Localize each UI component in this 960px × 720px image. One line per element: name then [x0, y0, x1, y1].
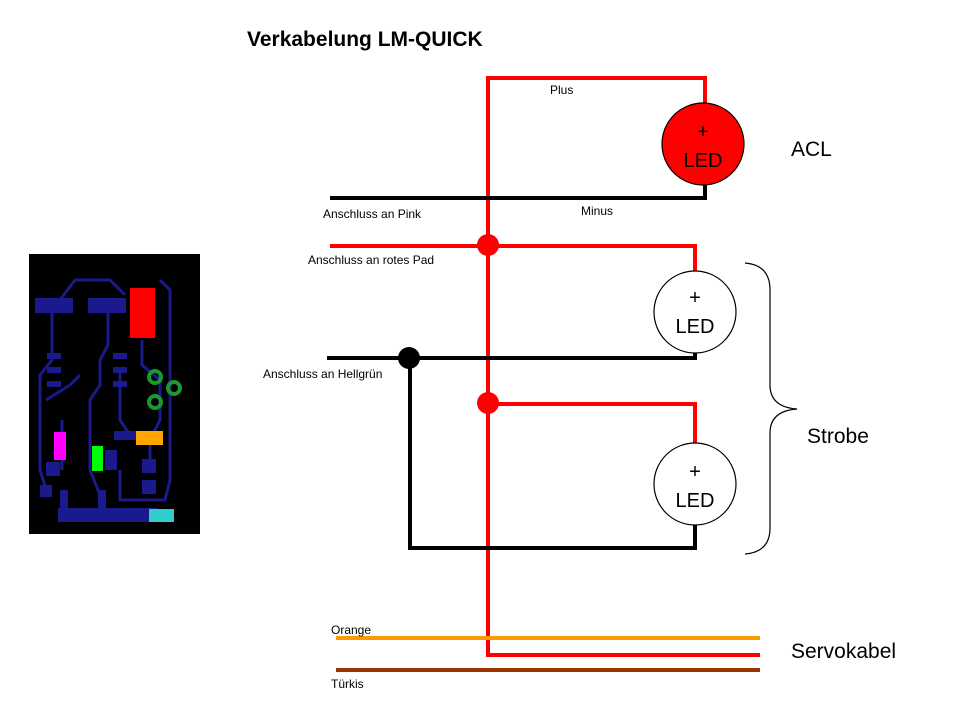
junction-dot-black	[398, 347, 420, 369]
group-label-strobe: Strobe	[807, 425, 869, 448]
led-label: LED	[684, 150, 723, 172]
led-label: LED	[676, 316, 715, 338]
led-plus-label: +	[689, 461, 701, 483]
pcb-green-pad	[92, 446, 103, 471]
led-body	[653, 442, 737, 526]
pcb-red-pad	[130, 288, 155, 338]
pcb-orange-pad	[136, 431, 163, 445]
label-tuerkis: Türkis	[331, 677, 364, 691]
group-label-servokabel: Servokabel	[791, 640, 897, 663]
label-plus: Plus	[550, 83, 574, 97]
label-anschluss-hellgruen: Anschluss an Hellgrün	[263, 367, 383, 381]
label-minus: Minus	[581, 204, 614, 218]
led-plus-label: +	[697, 121, 709, 143]
led-acl: + LED	[661, 102, 745, 186]
led-label: LED	[676, 490, 715, 512]
pcb-turquoise-pad	[149, 509, 174, 522]
pcb-magenta-pad	[54, 432, 66, 460]
led-body	[661, 102, 745, 186]
led-strobe-1: + LED	[653, 270, 737, 354]
led-body	[653, 270, 737, 354]
strobe-brace	[744, 262, 798, 555]
black-wire-strobe-1	[327, 352, 697, 360]
black-wire-strobe-2	[408, 358, 697, 550]
label-orange: Orange	[331, 623, 372, 637]
black-wire-acl	[330, 185, 707, 200]
junction-dot-red-2	[477, 392, 499, 414]
black-wiring	[327, 185, 707, 550]
red-main-wire	[486, 76, 760, 657]
pcb-green-rings	[147, 369, 182, 410]
diagram-title: Verkabelung LM-QUICK	[247, 28, 483, 51]
junction-dot-red-1	[477, 234, 499, 256]
red-wiring	[330, 76, 760, 657]
red-wire-strobe-2	[488, 402, 697, 444]
led-strobe-2: + LED	[653, 442, 737, 526]
label-anschluss-rotes-pad: Anschluss an rotes Pad	[308, 253, 435, 267]
pcb-image	[29, 254, 200, 534]
group-label-acl: ACL	[791, 138, 832, 161]
led-plus-label: +	[689, 287, 701, 309]
red-wire-strobe-1	[330, 244, 697, 272]
pcb-pads	[35, 298, 158, 522]
label-anschluss-pink: Anschluss an Pink	[323, 207, 422, 221]
